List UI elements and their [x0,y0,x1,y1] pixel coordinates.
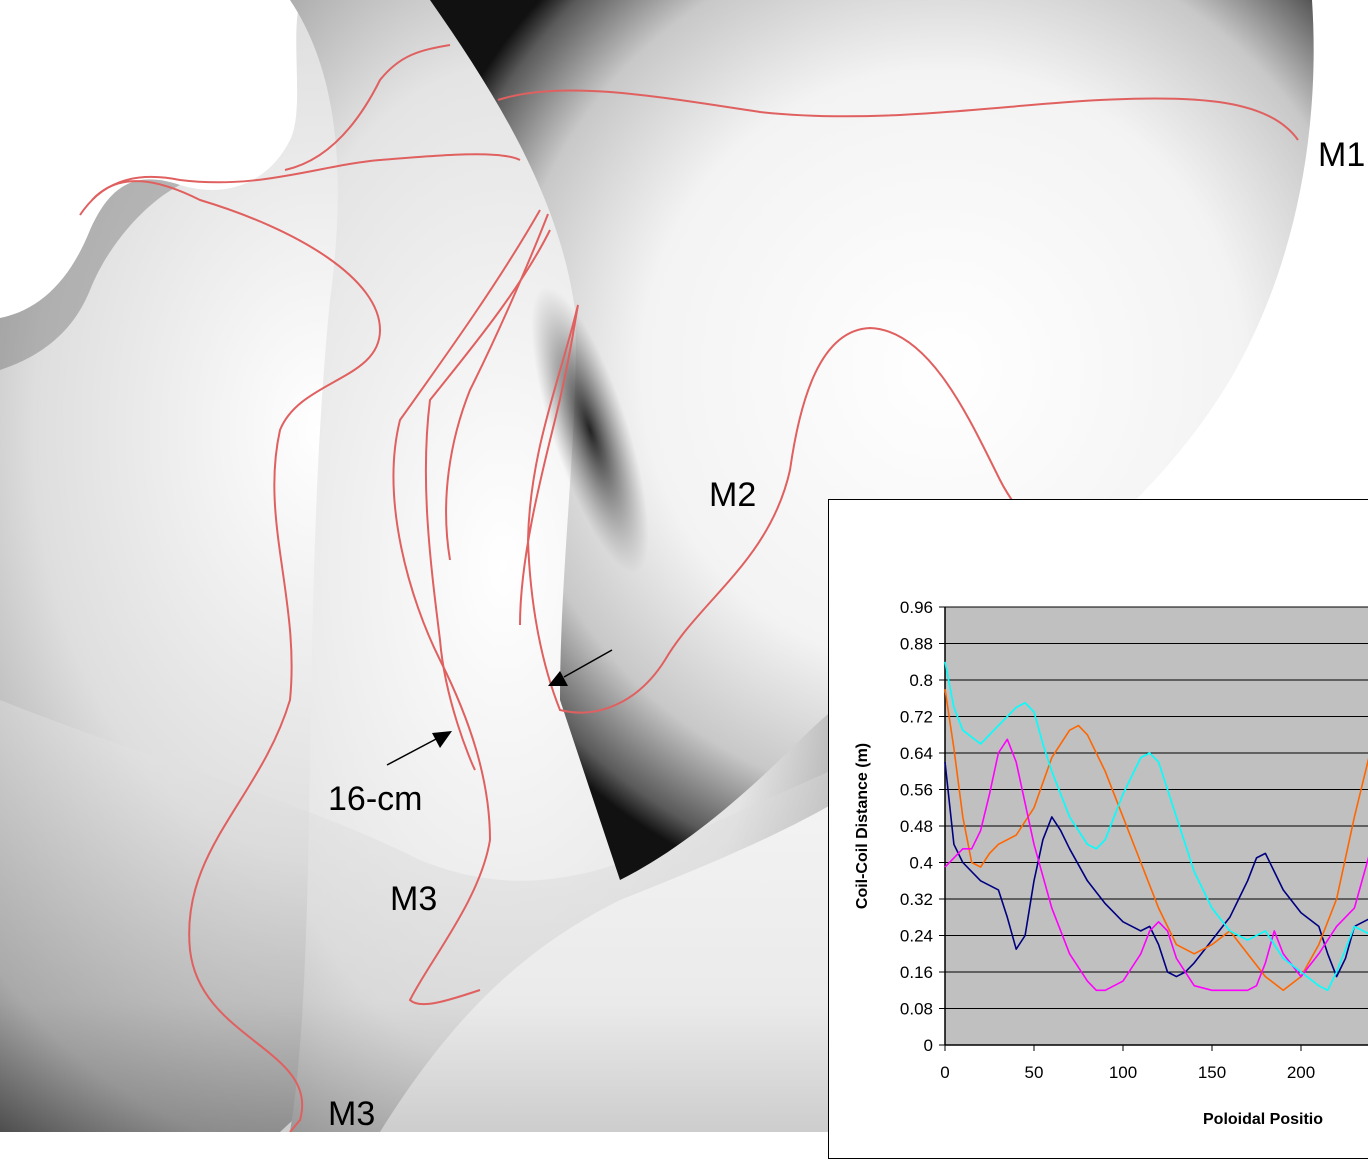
coil-m3-curve [91,180,382,1132]
x-tick-label: 200 [1287,1063,1315,1082]
label-m3-upper: M3 [390,880,438,918]
x-tick-labels: 0501001502002 [940,1045,1315,1082]
series-line-1 [944,762,1368,978]
coil-m2-curve [519,304,1026,714]
arrow-gap-left [386,737,439,766]
axes [944,607,1368,1046]
stellarator-surface-render [0,0,1314,1132]
y-tick-label: 0.24 [900,927,933,946]
y-tick-label: 0.96 [900,598,933,617]
arrow-gap-right [563,649,613,678]
y-tick-label: 0.56 [900,781,933,800]
coil-m3-inner-curve [392,209,541,1006]
y-tick-label: 0.4 [909,854,933,873]
series-line-3 [944,738,1368,992]
label-16cm-gap: 16-cm [328,780,423,818]
label-m2: M2 [709,476,757,514]
y-tick-labels: 0 0.08 0.16 0.24 0.32 0.4 0.48 0.56 0.64 0.72 0.8 0… [900,598,933,1055]
y-tick-label: 0.16 [900,963,933,982]
coil-curves [79,44,1299,1132]
coil-upper-curve [79,44,521,216]
series-line-4 [944,661,1368,992]
chart-svg: 0 0.08 0.16 0.24 0.32 0.4 0.48 0.56 0.64 0.72 0.8 0… [854,598,1368,1128]
x-tick-label: 150 [1198,1063,1226,1082]
surface-upper-shadow [0,179,180,370]
series-line-2 [944,688,1368,992]
y-tick-label: 0.64 [900,744,933,763]
y-tick-label: 0 [924,1036,933,1055]
y-tick-label: 0.72 [900,708,933,727]
arrow-gap-right-head [548,671,568,686]
x-axis-title: Poloidal Positio [1203,1111,1323,1128]
y-tick-label: 0.88 [900,635,933,654]
arrow-gap-left-head [432,731,452,748]
label-m3-lower: M3 [328,1095,376,1133]
y-axis-title: Coil-Coil Distance (m) [854,743,871,909]
y-tick-label: 0.08 [900,1000,933,1019]
gap-arrows [386,649,613,766]
coil-m1-curve [497,89,1299,141]
y-tick-label: 0.32 [900,890,933,909]
coil-diagonal-curve [445,213,549,561]
coil-distance-chart: 0 0.08 0.16 0.24 0.32 0.4 0.48 0.56 0.64 0.72 0.8 0… [828,499,1368,1159]
coil-m3-second-curve [424,229,551,771]
x-tick-label: 50 [1025,1063,1044,1082]
x-tick-label: 0 [940,1063,949,1082]
label-m1: M1 [1318,136,1366,174]
surface-crease-shadow [531,286,649,574]
surface-bottom-band [0,700,900,1132]
series-lines [944,661,1368,992]
y-tick-label: 0.48 [900,817,933,836]
x-tick-label: 100 [1109,1063,1137,1082]
surface-right-lobe [430,0,1314,880]
y-tick-label: 0.8 [909,671,933,690]
